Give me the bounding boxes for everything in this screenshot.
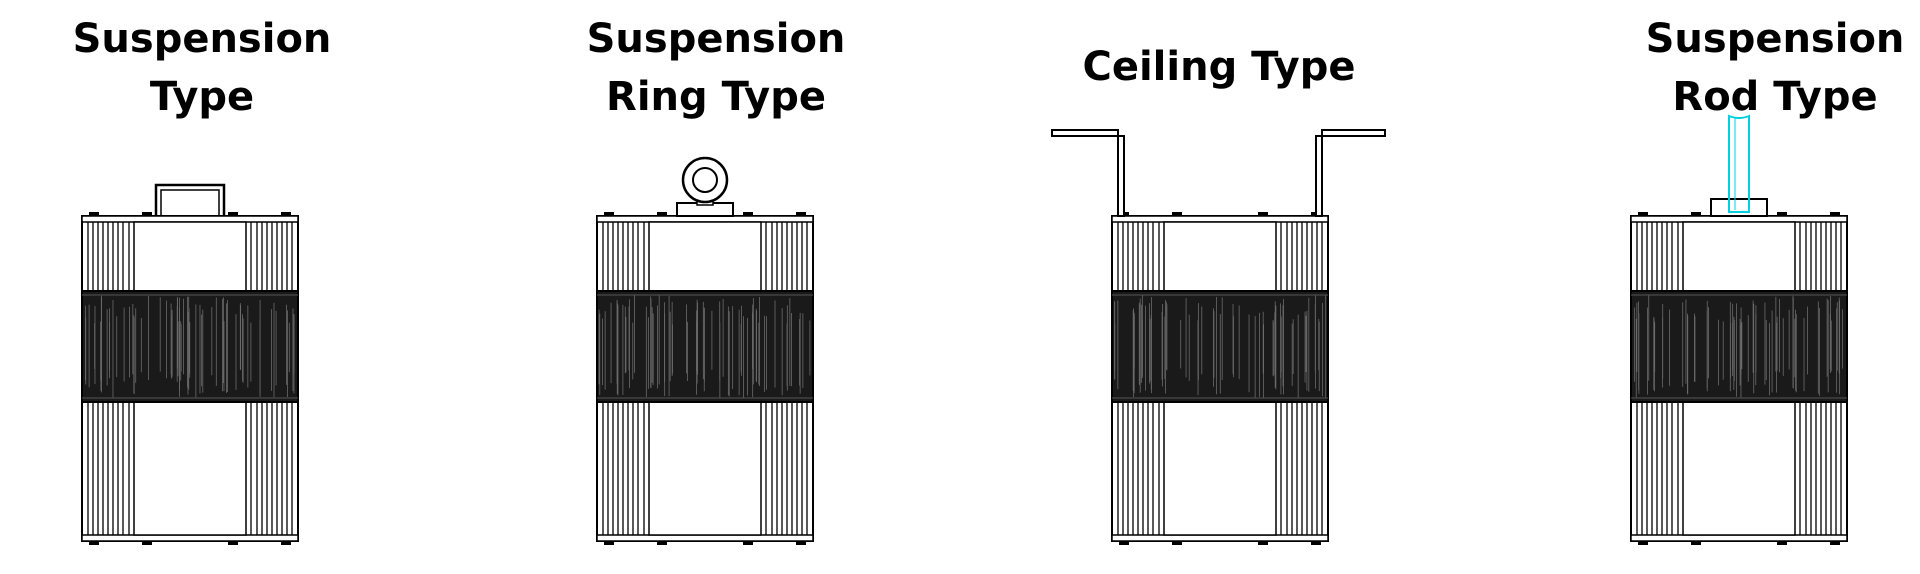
rod-base <box>1710 198 1768 217</box>
bolt <box>657 212 667 216</box>
bolt <box>281 212 291 216</box>
suspension-handle <box>154 183 226 216</box>
title-line: Type <box>149 74 255 120</box>
suspension-rod <box>1710 114 1768 217</box>
bolt <box>1172 541 1182 545</box>
top-cap <box>1111 215 1329 223</box>
bottom-cap <box>1111 534 1329 542</box>
bolt <box>1830 212 1840 216</box>
upper-panel <box>1682 221 1796 292</box>
title-line: Suspension <box>1645 16 1905 62</box>
bolt <box>1638 212 1648 216</box>
bolt <box>1777 541 1787 545</box>
ceiling-bracket <box>1051 129 1386 217</box>
handle-inner <box>160 189 220 216</box>
bottom-cap <box>1630 534 1848 542</box>
fixture-body <box>1111 212 1329 545</box>
fixture-body <box>596 212 814 545</box>
bolt <box>743 212 753 216</box>
bolt <box>1691 212 1701 216</box>
bolt <box>142 212 152 216</box>
lower-panel <box>1163 401 1277 536</box>
lower-panel <box>1682 401 1796 536</box>
bolt <box>142 541 152 545</box>
bolt <box>89 212 99 216</box>
bolt <box>1172 212 1182 216</box>
title-suspension-rod-type: Suspension Rod Type <box>1625 10 1920 126</box>
suspension-ring <box>676 156 734 217</box>
bolt <box>281 541 291 545</box>
bolt <box>1777 212 1787 216</box>
lower-panel <box>133 401 247 536</box>
bolt <box>1638 541 1648 545</box>
fixture-body <box>1630 212 1848 545</box>
rod-shaft <box>1728 114 1750 213</box>
title-line: Ceiling Type <box>1082 44 1356 90</box>
bolt <box>604 541 614 545</box>
bolt <box>1258 212 1268 216</box>
lower-panel <box>648 401 762 536</box>
title-line: Suspension <box>72 16 332 62</box>
title-line: Rod Type <box>1672 74 1878 120</box>
title-ceiling-type: Ceiling Type <box>1069 38 1369 96</box>
heat-sink-band <box>1630 290 1848 403</box>
bolt <box>796 212 806 216</box>
bottom-cap <box>81 534 299 542</box>
bolt <box>604 212 614 216</box>
bracket-right-wing <box>1315 129 1386 217</box>
bolt <box>743 541 753 545</box>
bolt <box>1830 541 1840 545</box>
title-line: Suspension <box>586 16 846 62</box>
bolt <box>89 541 99 545</box>
ring-inner <box>692 167 718 193</box>
title-suspension-ring-type: Suspension Ring Type <box>566 10 866 126</box>
top-cap <box>81 215 299 223</box>
title-line: Ring Type <box>606 74 826 120</box>
bolt <box>228 212 238 216</box>
bolt <box>228 541 238 545</box>
upper-panel <box>648 221 762 292</box>
handle-outer <box>154 183 226 216</box>
bolt <box>796 541 806 545</box>
bolt <box>1691 541 1701 545</box>
bracket-left-wing <box>1051 129 1125 217</box>
upper-panel <box>133 221 247 292</box>
title-suspension-type: Suspension Type <box>52 10 352 126</box>
bolt <box>657 541 667 545</box>
bolt <box>1311 541 1321 545</box>
upper-panel <box>1163 221 1277 292</box>
bolt <box>1258 541 1268 545</box>
bolt <box>1119 541 1129 545</box>
bottom-cap <box>596 534 814 542</box>
fixture-body <box>81 212 299 545</box>
